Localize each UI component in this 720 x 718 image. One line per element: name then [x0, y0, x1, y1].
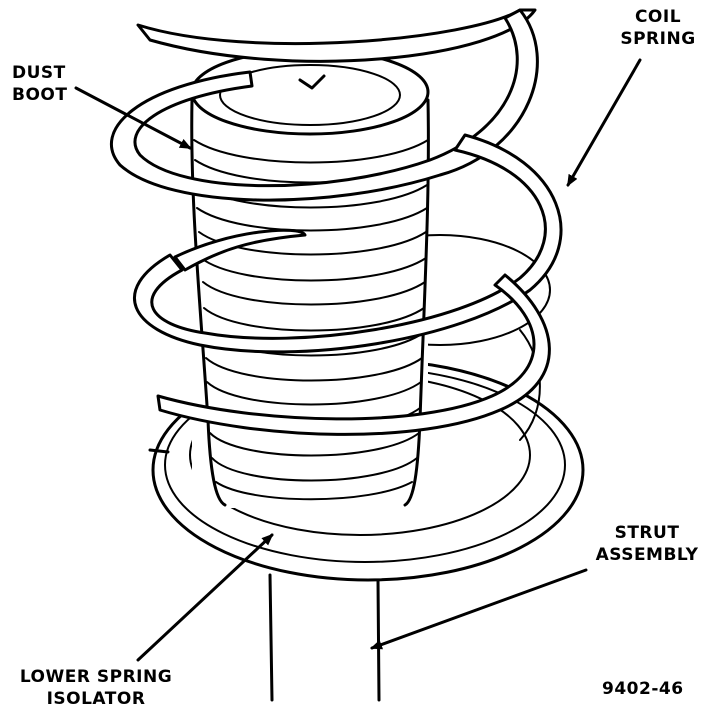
- strut-assembly-label-line2: ASSEMBLY: [595, 545, 699, 565]
- lower-spring-isolator-label-line1: LOWER SPRING: [19, 667, 173, 687]
- coil-spring: [109, 8, 563, 436]
- strut-assembly-leader: [370, 568, 588, 650]
- strut-assembly-label-line1: STRUT: [614, 523, 680, 543]
- lower-spring-isolator-leader: [136, 533, 274, 662]
- figure-id: 9402-46: [602, 679, 684, 699]
- coil-spring-label-line1: COIL: [634, 7, 682, 27]
- strut-assembly-label: STRUT ASSEMBLY: [584, 522, 710, 566]
- lower-spring-isolator-label-line2: ISOLATOR: [46, 689, 146, 709]
- coil-spring-leader: [566, 58, 642, 187]
- lower-spring-isolator-label: LOWER SPRING ISOLATOR: [8, 666, 184, 710]
- dust-boot: [190, 48, 430, 508]
- dust-boot-label: DUST BOOT: [12, 62, 67, 106]
- dust-boot-label-line2: BOOT: [12, 85, 68, 105]
- coil-spring-label-line2: SPRING: [620, 29, 696, 49]
- strut-shaft: [268, 573, 381, 702]
- leader-lines: [74, 58, 642, 662]
- dust-boot-label-line1: DUST: [12, 63, 66, 83]
- coil-spring-label: COIL SPRING: [606, 6, 710, 50]
- dust-boot-leader: [74, 86, 192, 150]
